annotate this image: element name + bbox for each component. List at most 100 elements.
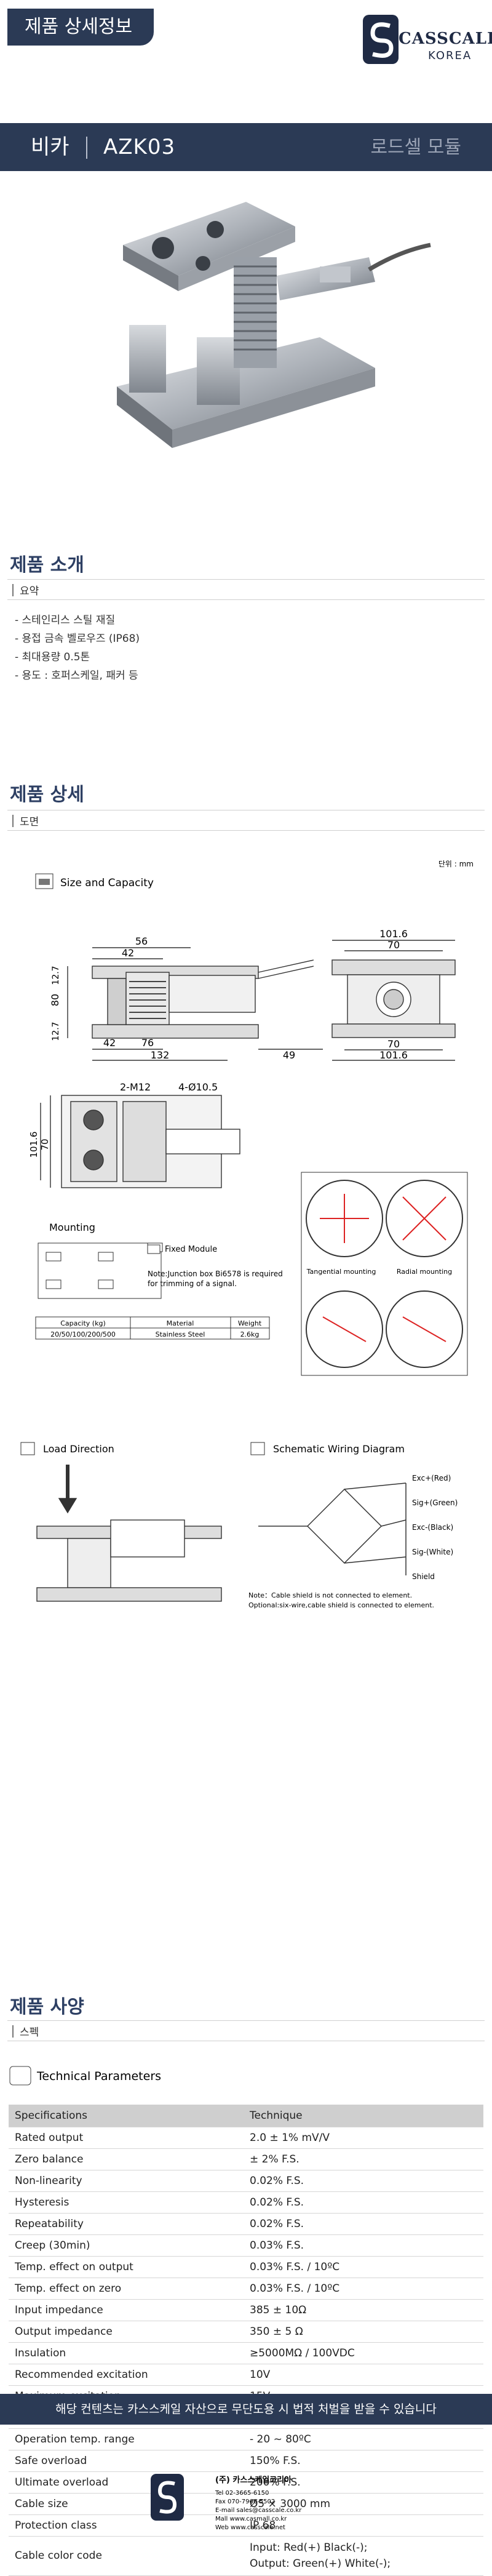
dim-70: 70 — [39, 1138, 50, 1150]
spec-name: Operation temp. range — [9, 2428, 244, 2450]
dim-42: 42 — [122, 947, 134, 959]
table-row: Insulation≥5000MΩ / 100VDC — [9, 2342, 483, 2364]
settings-icon — [9, 2066, 31, 2086]
page-header: 제품 상세정보 CASSCALE KOREA — [0, 0, 492, 86]
cap-header: Capacity (kg) — [60, 1319, 106, 1327]
size-capacity-icon — [35, 873, 54, 889]
spec-value: - 20 ~ 80ºC — [244, 2428, 483, 2450]
spec-value: 0.02% F.S. — [244, 2170, 483, 2192]
spec-subheading: 스펙 — [7, 2020, 485, 2041]
spec-name: Recommended excitation — [9, 2364, 244, 2386]
load-direction-icon — [20, 1442, 35, 1455]
product-category: 로드셀 모듈 — [370, 137, 461, 158]
intro-bullet: - 최대용량 0.5톤 — [15, 651, 90, 663]
spec-heading: 제품 사양 — [10, 1996, 84, 2018]
radial-label: Radial mounting — [397, 1268, 452, 1276]
cable-color-output: Output: Green(+) White(-); — [250, 2558, 391, 2570]
wire-label: Exc+(Red) — [412, 1474, 451, 1482]
drawing-subheading: 도면 — [7, 810, 485, 831]
cas-logo-icon — [363, 15, 399, 64]
footer: (주) 카스스케일코리아 Tel 02-3665-6150 Fax 070-79… — [0, 2468, 492, 2550]
product-detail-tab[interactable]: 제품 상세정보 — [7, 9, 154, 46]
wire-label: Sig+(Green) — [412, 1498, 458, 1507]
spec-value: 0.03% F.S. / 10ºC — [244, 2256, 483, 2278]
dim-hole: 4-Ø10.5 — [178, 1081, 218, 1093]
spec-value: 0.03% F.S. — [244, 2234, 483, 2257]
tech-params-title: Technical Parameters — [36, 2070, 161, 2083]
title-divider — [86, 137, 87, 159]
intro-bullet: - 용도 : 호퍼스케일, 패커 등 — [15, 670, 138, 682]
spec-value: 200% F.S. — [244, 2471, 483, 2494]
dim-101-6: 101.6 — [379, 1049, 408, 1061]
product-title-bar: 비카 AZK03 로드셀 모듈 — [0, 123, 492, 171]
spec-value: 150% F.S. — [244, 2450, 483, 2472]
fixed-module-label: Fixed Module — [165, 1245, 217, 1254]
cap-cell: 20/50/100/200/500 — [50, 1330, 116, 1338]
spec-name: Non-linearity — [9, 2170, 244, 2192]
table-row: Operation temp. range- 20 ~ 80ºC — [9, 2428, 483, 2450]
cap-cell: Stainless Steel — [156, 1330, 205, 1338]
spec-name: Insulation — [9, 2342, 244, 2364]
junction-note-2: for trimming of a signal. — [148, 1279, 237, 1288]
brand-logo: CASSCALE KOREA — [360, 12, 492, 68]
contact-line: Web www.casscale.net — [215, 2524, 285, 2531]
wiring-note: Optional:six-wire,cable shield is connec… — [248, 1601, 434, 1609]
dim-80: 80 — [49, 994, 61, 1006]
spec-name: Input impedance — [9, 2299, 244, 2321]
wiring-note: Note：Cable shield is not connected to el… — [248, 1591, 412, 1599]
dim-101-6: 101.6 — [28, 1132, 39, 1158]
spec-value: 385 ± 10Ω — [244, 2299, 483, 2321]
wire-label: Shield — [412, 1572, 435, 1581]
spec-value: 0.02% F.S. — [244, 2213, 483, 2235]
spec-name: Temp. effect on output — [9, 2256, 244, 2278]
table-row: Creep (30min)0.03% F.S. — [9, 2234, 483, 2257]
contact-line: Tel 02-3665-6150 — [215, 2490, 269, 2497]
brand-sub: KOREA — [428, 49, 472, 62]
fixed-module-icon — [147, 1244, 161, 1254]
dim-49: 49 — [283, 1049, 295, 1061]
copyright-notice: 해당 컨텐츠는 카스스케일 자산으로 무단도용 시 법적 처벌을 받을 수 있습… — [0, 2394, 492, 2425]
wiring-diagram-icon — [250, 1442, 265, 1455]
cap-header: Material — [167, 1319, 194, 1327]
spec-name: Protection class — [9, 2514, 244, 2537]
intro-heading: 제품 소개 — [10, 554, 84, 576]
load-direction-title: Load Direction — [43, 1443, 114, 1455]
junction-note: Note:Junction box Bi6578 is required — [148, 1270, 283, 1278]
size-capacity-title: Size and Capacity — [60, 877, 154, 889]
spec-value: ± 2% F.S. — [244, 2148, 483, 2170]
spec-name: Ultimate overload — [9, 2471, 244, 2494]
spec-name: Creep (30min) — [9, 2234, 244, 2257]
spec-name: Cable size — [9, 2493, 244, 2515]
tangential-label: Tangential mounting — [306, 1268, 376, 1276]
mounting-title: Mounting — [49, 1222, 95, 1233]
spec-name: Hysteresis — [9, 2191, 244, 2214]
product-model: AZK03 — [103, 135, 176, 159]
wire-label: Exc-(Black) — [412, 1523, 453, 1532]
summary-label: 요약 — [20, 585, 39, 598]
dim-42: 42 — [103, 1037, 116, 1049]
brand-name: CASSCALE — [399, 30, 492, 48]
tech-params-title-row: Technical Parameters — [0, 2055, 492, 2092]
dim-132: 132 — [151, 1049, 170, 1061]
wire-label: Sig-(White) — [412, 1548, 453, 1556]
product-photo — [0, 183, 492, 516]
dim-70: 70 — [387, 939, 400, 951]
cap-cell: 2.6kg — [240, 1330, 260, 1338]
spec-name: Safe overload — [9, 2450, 244, 2472]
spec-value: Ø5 × 3000 mm — [244, 2493, 483, 2515]
dim-56: 56 — [135, 935, 148, 947]
wiring-title: Schematic Wiring Diagram — [273, 1443, 405, 1455]
load-cell-module-image — [117, 202, 431, 448]
cap-header: Weight — [238, 1319, 262, 1327]
detail-heading: 제품 상세 — [10, 784, 84, 806]
dim-76: 76 — [141, 1037, 154, 1049]
load-wiring-section: Load Direction Schematic Wiring Diagram … — [0, 1434, 492, 1692]
